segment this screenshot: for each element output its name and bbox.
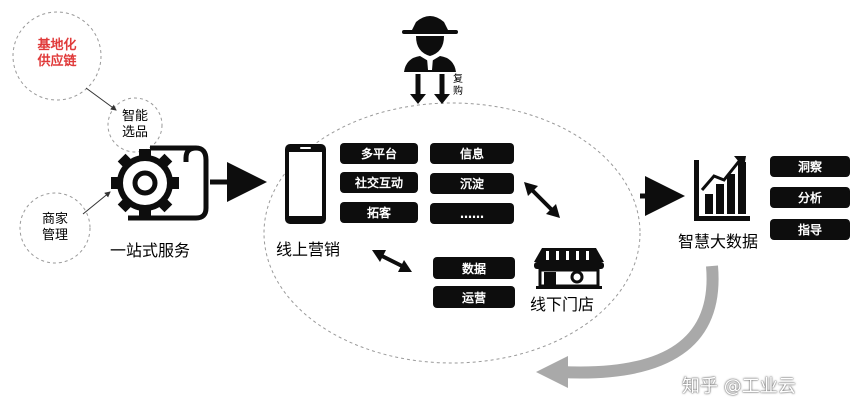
merchant-management-circle [19, 192, 91, 264]
pill-guidance: 指导 [770, 219, 850, 240]
repurchase-arrows [410, 74, 450, 104]
pill-etc: …… [430, 203, 514, 224]
repurchase-label: 复 购 [453, 74, 463, 97]
pill-multi-platform: 多平台 [340, 143, 418, 164]
merchant-management-label: 商家 管理 [41, 212, 68, 243]
marketing-ellipse [263, 102, 641, 364]
supply-chain-label: 基地化 供应链 [37, 38, 77, 69]
offline-store-label: 线下门店 [530, 295, 595, 314]
storefront-icon [534, 248, 604, 289]
smartphone-icon [285, 144, 326, 224]
feedback-loop-arrow [536, 265, 719, 388]
pill-insight: 洞察 [770, 156, 850, 177]
gear-document-icon [111, 145, 209, 221]
pill-info: 信息 [430, 143, 514, 164]
info-store-double-arrow [524, 182, 560, 218]
pill-data: 数据 [433, 257, 515, 279]
pill-accumulation: 沉淀 [430, 173, 514, 194]
pill-analysis: 分析 [770, 187, 850, 208]
pill-social-interaction: 社交互动 [340, 172, 418, 193]
user-spy-icon [402, 16, 458, 72]
supply-to-selection-arrow [85, 87, 117, 111]
watermark: 知乎 @工业云 [682, 376, 796, 397]
smart-big-data-label: 智慧大数据 [678, 232, 759, 251]
online-marketing-label: 线上营销 [276, 240, 341, 259]
one-stop-service-label: 一站式服务 [110, 241, 191, 260]
pill-operations: 运营 [433, 286, 515, 308]
supply-chain-circle [12, 11, 102, 101]
smart-selection-circle [107, 97, 163, 153]
merchant-to-service-arrow [82, 191, 111, 215]
smart-selection-label: 智能 选品 [121, 109, 148, 140]
pill-customer-acquisition: 拓客 [340, 202, 418, 223]
bar-chart-icon [694, 156, 750, 221]
phone-data-double-arrow [372, 250, 412, 272]
